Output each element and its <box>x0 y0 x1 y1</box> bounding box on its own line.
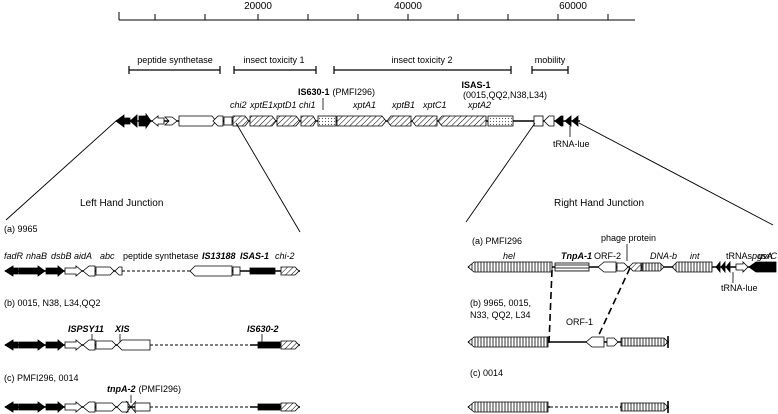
region-label-insect-toxicity-2: insect toxicity 2 <box>391 55 452 65</box>
left-gene-tnpA-2-strain: (PMFI296) <box>139 384 182 394</box>
left-gene-nhaB: nhaB <box>26 251 47 261</box>
main-genome-map <box>115 112 580 130</box>
right-gene-ORF-2: ORF-2 <box>594 251 621 261</box>
right-trna-lue: tRNA-lue <box>721 283 758 293</box>
scale-bar <box>118 12 635 21</box>
trna-lue-label-main: tRNA-lue <box>553 139 590 149</box>
right-gene-TnpA-1: TnpA-1 <box>561 251 592 261</box>
isas-name: ISAS-1 <box>461 80 490 90</box>
left-gene-ISAS-1: ISAS-1 <box>240 251 269 261</box>
right-gene-tRNAs: tRNAs <box>726 251 753 261</box>
left-track-b <box>4 334 300 351</box>
region-label-mobility: mobility <box>535 55 566 65</box>
is630-strain: (PMFI296) <box>333 87 376 97</box>
tick-label-20000: 20000 <box>244 1 272 12</box>
left-gene-chi-2: chi-2 <box>275 251 295 261</box>
left-gene-ISPSY11: ISPSY11 <box>68 324 104 334</box>
left-gene-abc: abc <box>100 251 115 261</box>
left-gene-XIS: XIS <box>114 324 130 334</box>
expansion-lines <box>5 120 774 233</box>
region-label-insect-toxicity-1: insect toxicity 1 <box>243 55 304 65</box>
region-brackets <box>128 66 569 74</box>
gene-label-xptA2: xptA2 <box>467 100 491 110</box>
tick-label-60000: 60000 <box>559 1 587 12</box>
gene-label-chi2: chi2 <box>230 100 247 110</box>
right-strain-b-line2: N33, QQ2, L34 <box>470 310 531 320</box>
isas-strains: (0015,QQ2,N38,L34) <box>463 90 547 100</box>
right-strain-a: (a) PMFI296 <box>472 236 522 246</box>
junction-connector-lines <box>548 267 631 344</box>
right-track-c <box>467 401 669 413</box>
left-junction-title: Left Hand Junction <box>80 198 163 209</box>
is630-label: IS630-1(PMFI296) <box>298 87 375 97</box>
right-gene-phage-protein: phage protein <box>601 233 656 243</box>
svg-text:IS630-1(PMFI296): IS630-1(PMFI296) <box>298 87 375 97</box>
right-gene-hel: hel <box>503 251 516 261</box>
is630-name: IS630-1 <box>298 87 330 97</box>
left-strain-b: (b) 0015, N38, L34,QQ2 <box>4 298 101 308</box>
left-gene-dsbB: dsbB <box>51 251 72 261</box>
region-label-peptide-synthetase: peptide synthetase <box>137 55 213 65</box>
right-junction-title: Right Hand Junction <box>554 198 644 209</box>
gene-label-xptD1: xptD1 <box>272 100 297 110</box>
gene-label-chi1: chi1 <box>299 100 316 110</box>
right-gene-uvrC: uvrC <box>758 251 778 261</box>
right-gene-ORF-1: ORF-1 <box>566 317 593 327</box>
right-strain-b-line1: (b) 9965, 0015, <box>470 298 531 308</box>
left-gene-IS630-2: IS630-2 <box>247 324 279 334</box>
right-strain-c: (c) 0014 <box>470 368 503 378</box>
left-gene-aidA: aidA <box>74 251 92 261</box>
gene-label-xptE1: xptE1 <box>249 100 273 110</box>
right-gene-pgsA: pgsA <box>751 251 773 261</box>
left-strain-a: (a) 9965 <box>4 224 38 234</box>
left-track-a <box>4 265 300 277</box>
left-track-c <box>4 395 300 414</box>
right-track-a <box>467 244 777 283</box>
left-gene-IS13188: IS13188 <box>202 251 236 261</box>
gene-label-xptC1: xptC1 <box>422 100 447 110</box>
left-gene-fadR: fadR <box>4 251 24 261</box>
gene-label-xptB1: xptB1 <box>391 100 415 110</box>
left-gene-label-c: tnpA-2(PMFI296) <box>107 384 181 394</box>
left-gene-tnpA-2: tnpA-2 <box>107 384 136 394</box>
left-strain-c: (c) PMFI296, 0014 <box>4 373 79 383</box>
tick-label-40000: 40000 <box>394 1 422 12</box>
right-gene-int: int <box>690 251 700 261</box>
right-track-b <box>467 336 669 348</box>
gene-label-xptA1: xptA1 <box>352 100 376 110</box>
right-gene-DNA-b: DNA-b <box>650 251 677 261</box>
left-gene-peptide-synthetase: peptide synthetase <box>123 251 199 261</box>
